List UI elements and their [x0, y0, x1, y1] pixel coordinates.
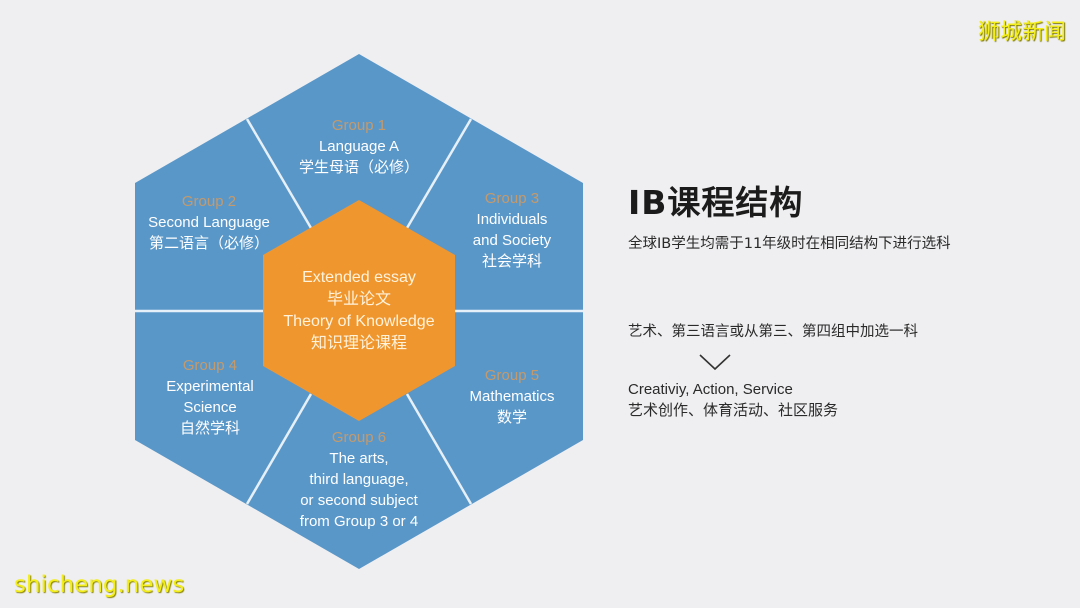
cas-chinese: 艺术创作、体育活动、社区服务 [628, 402, 839, 419]
group-6-title: Group 6 [331, 429, 387, 446]
elective-note: 艺术、第三语言或从第三、第四组中加选一科 [628, 324, 918, 340]
core-components: Extended essay 毕业论文 Theory of Knowledge … [259, 267, 459, 355]
group-2-line-1: Second Language [148, 214, 270, 231]
core-line-4: 知识理论课程 [310, 335, 407, 352]
page-title: IB课程结构 [628, 183, 804, 222]
group-6-line-3: or second subject [300, 492, 418, 509]
segment-group-5: Group 5 Mathematics 数学 [432, 365, 592, 428]
cas-block: Creativiy, Action, Service 艺术创作、体育活动、社区服… [628, 379, 838, 421]
chevron-down-icon [699, 354, 731, 371]
core-line-3: Theory of Knowledge [283, 313, 435, 330]
core-line-1: Extended essay [302, 269, 416, 286]
core-line-2: 毕业论文 [326, 291, 391, 308]
page-subtitle: 全球IB学生均需于11年级时在相同结构下进行选科 [628, 236, 951, 252]
group-5-title: Group 5 [484, 367, 540, 384]
group-4-line-1: Experimental [166, 378, 254, 395]
segment-group-1: Group 1 Language A 学生母语（必修） [259, 115, 459, 178]
group-1-title: Group 1 [331, 117, 387, 134]
watermark-top-right: 狮城新闻 [977, 20, 1066, 45]
cas-english: Creativiy, Action, Service [628, 381, 793, 398]
group-3-line-2: and Society [472, 232, 552, 249]
group-3-line-3: 社会学科 [481, 253, 542, 270]
segment-group-4: Group 4 Experimental Science 自然学科 [130, 355, 290, 439]
group-1-line-2: 学生母语（必修） [298, 159, 419, 176]
segment-group-3: Group 3 Individuals and Society 社会学科 [432, 188, 592, 272]
group-6-line-1: The arts, [329, 450, 389, 467]
group-4-title: Group 4 [182, 357, 238, 374]
group-4-line-2: Science [183, 399, 237, 416]
group-3-title: Group 3 [484, 190, 540, 207]
group-6-line-4: from Group 3 or 4 [299, 513, 419, 530]
group-2-title: Group 2 [181, 193, 237, 210]
group-1-line-1: Language A [318, 138, 400, 155]
group-3-line-1: Individuals [476, 211, 548, 228]
group-4-line-3: 自然学科 [179, 420, 240, 437]
group-5-line-1: Mathematics [469, 388, 555, 405]
segment-group-6: Group 6 The arts, third language, or sec… [259, 427, 459, 532]
segment-dividers [135, 118, 583, 505]
group-6-line-2: third language, [309, 471, 409, 488]
watermark-bottom-left: shicheng.news [14, 572, 185, 598]
group-5-line-2: 数学 [496, 409, 527, 426]
segment-group-2: Group 2 Second Language 第二语言（必修） [109, 191, 309, 254]
inner-hexagon [263, 200, 455, 421]
group-2-line-2: 第二语言（必修） [148, 235, 269, 252]
